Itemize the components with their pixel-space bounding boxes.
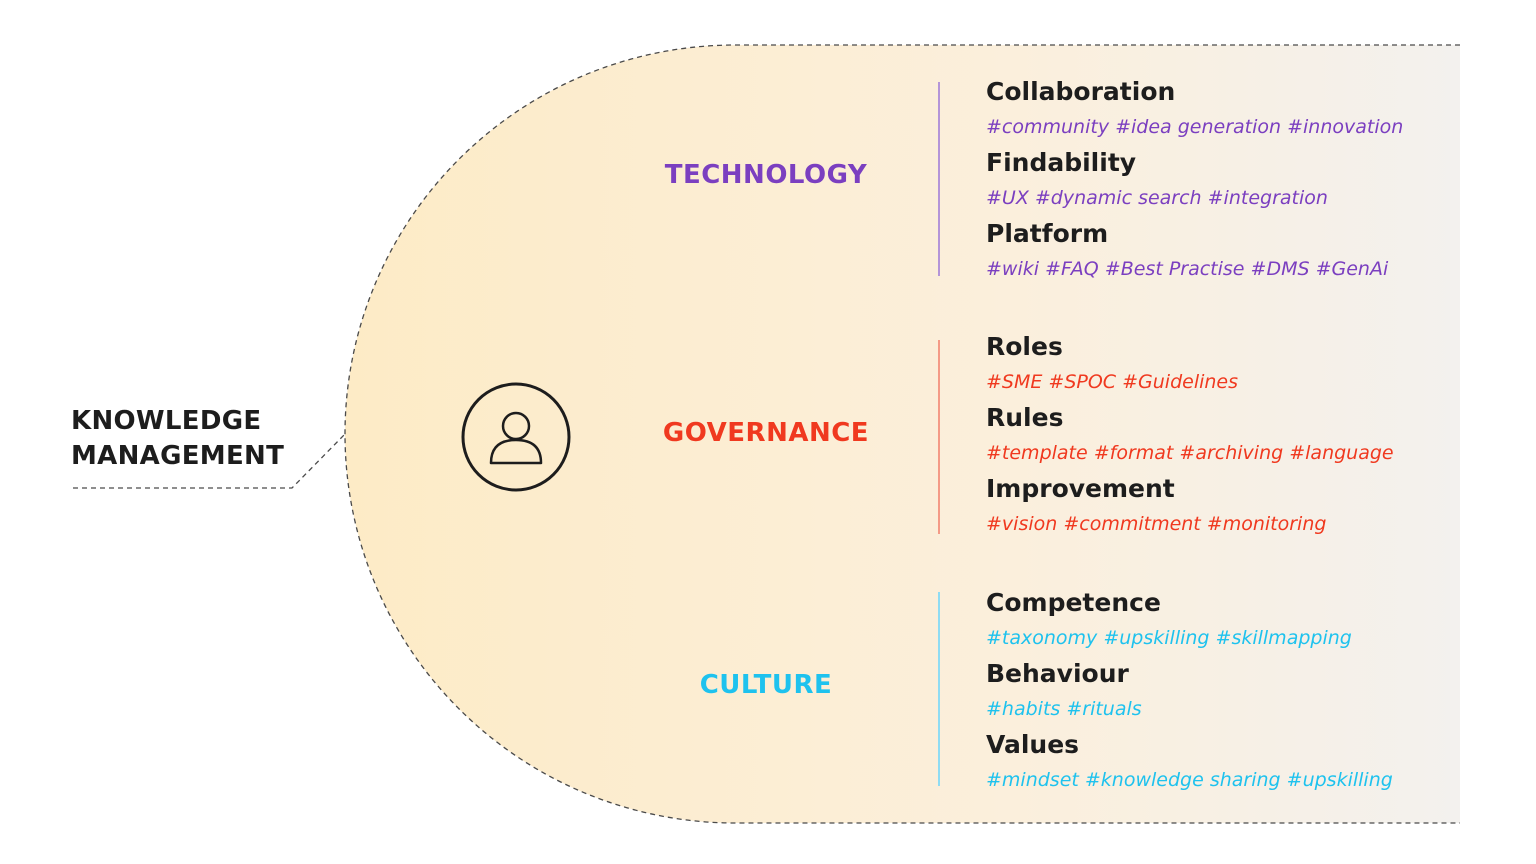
item-tags: #mindset #knowledge sharing #upskilling	[986, 769, 1393, 791]
item-behaviour: Behaviour #habits #rituals	[986, 656, 1393, 727]
category-culture: CULTURE	[699, 670, 833, 700]
knowledge-shape-outline	[344, 44, 1460, 824]
governance-items: Roles #SME #SPOC #Guidelines Rules #temp…	[986, 329, 1394, 542]
user-icon	[461, 382, 571, 492]
governance-divider	[938, 340, 940, 534]
title-line-2: MANAGEMENT	[71, 441, 285, 471]
item-tags: #template #format #archiving #language	[986, 442, 1394, 464]
item-findability: Findability #UX #dynamic search #integra…	[986, 145, 1403, 216]
item-title: Collaboration	[986, 77, 1176, 106]
item-tags: #wiki #FAQ #Best Practise #DMS #GenAi	[986, 258, 1389, 280]
knowledge-shape	[345, 45, 1460, 823]
item-title: Behaviour	[986, 659, 1129, 688]
item-tags: #UX #dynamic search #integration	[986, 187, 1328, 209]
item-tags: #taxonomy #upskilling #skillmapping	[986, 627, 1352, 649]
item-title: Values	[986, 730, 1080, 759]
item-competence: Competence #taxonomy #upskilling #skillm…	[986, 585, 1393, 656]
item-improvement: Improvement #vision #commitment #monitor…	[986, 471, 1394, 542]
diagram-title: KNOWLEDGE MANAGEMENT	[71, 404, 284, 474]
item-title: Platform	[986, 219, 1109, 248]
item-tags: #community #idea generation #innovation	[986, 116, 1404, 138]
item-platform: Platform #wiki #FAQ #Best Practise #DMS …	[986, 216, 1403, 287]
item-tags: #SME #SPOC #Guidelines	[986, 371, 1239, 393]
item-collaboration: Collaboration #community #idea generatio…	[986, 74, 1403, 145]
category-governance: GOVERNANCE	[662, 418, 870, 448]
item-title: Competence	[986, 588, 1161, 617]
item-rules: Rules #template #format #archiving #lang…	[986, 400, 1394, 471]
culture-items: Competence #taxonomy #upskilling #skillm…	[986, 585, 1393, 798]
item-values: Values #mindset #knowledge sharing #upsk…	[986, 727, 1393, 798]
category-technology: TECHNOLOGY	[664, 160, 868, 190]
technology-items: Collaboration #community #idea generatio…	[986, 74, 1403, 287]
item-tags: #vision #commitment #monitoring	[986, 513, 1327, 535]
technology-divider	[938, 82, 940, 276]
item-roles: Roles #SME #SPOC #Guidelines	[986, 329, 1394, 400]
title-line-1: KNOWLEDGE	[71, 406, 262, 436]
item-title: Improvement	[986, 474, 1175, 503]
item-title: Roles	[986, 332, 1063, 361]
item-title: Rules	[986, 403, 1064, 432]
item-tags: #habits #rituals	[986, 698, 1142, 720]
culture-divider	[938, 592, 940, 786]
title-connector	[73, 433, 346, 489]
item-title: Findability	[986, 148, 1137, 177]
